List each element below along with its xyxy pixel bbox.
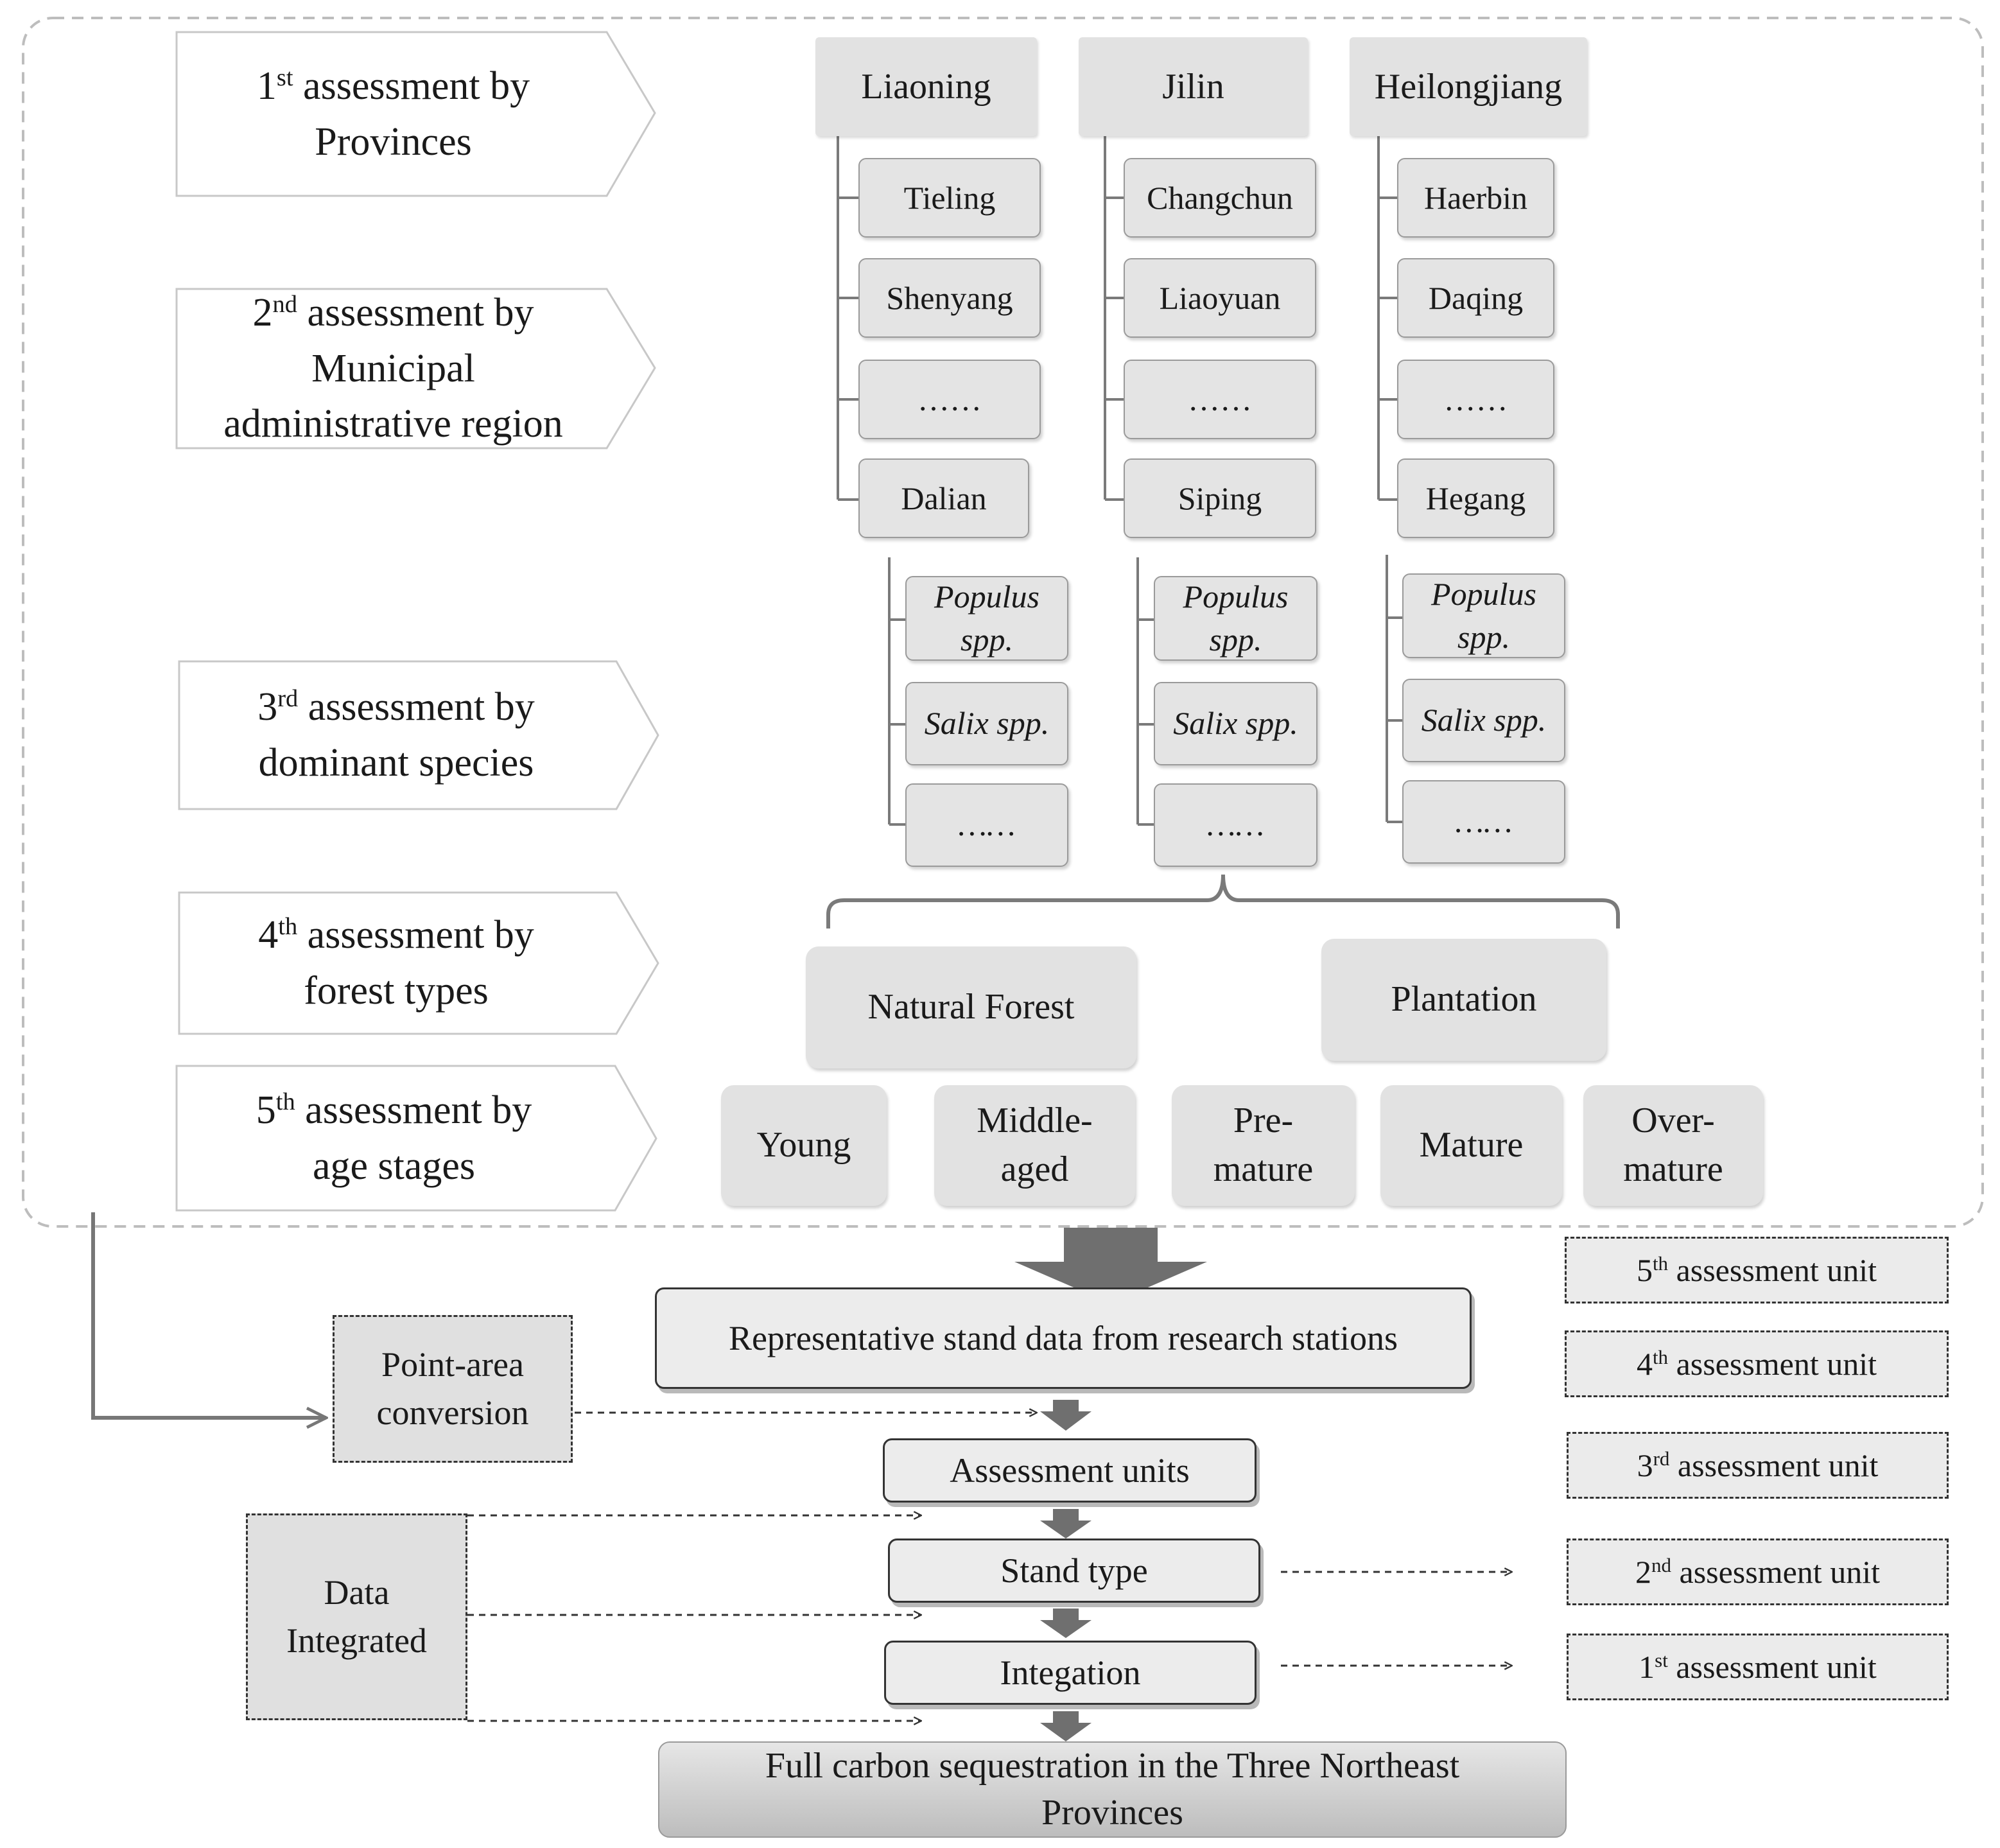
unit-4: 4th assessment unit <box>1565 1330 1949 1397</box>
city-dalian: Dalian <box>858 458 1029 538</box>
city-changchun: Changchun <box>1124 158 1316 238</box>
point-area-conversion: Point-area conversion <box>333 1315 573 1463</box>
heilongjiang-species-tree <box>1386 555 1410 823</box>
province-liaoning: Liaoning <box>815 37 1037 136</box>
jilin-city-tree <box>1104 136 1130 501</box>
city-shenyang: Shenyang <box>858 258 1041 338</box>
species-populus: Populus spp. <box>905 576 1068 661</box>
city-daqing: Daqing <box>1397 258 1554 338</box>
assessment-units: Assessment units <box>883 1438 1257 1503</box>
flow-arrow-1 <box>1040 1400 1091 1431</box>
data-integrated: Data Integrated <box>246 1513 467 1720</box>
representative-stand-data: Representative stand data from research … <box>655 1287 1472 1389</box>
big-down-arrow <box>1014 1228 1207 1303</box>
elbow-arrow <box>91 1212 326 1418</box>
jilin-species-tree <box>1136 557 1161 826</box>
age-mature: Mature <box>1380 1085 1562 1206</box>
flow-arrow-2 <box>1040 1509 1091 1539</box>
level-1-chevron <box>175 31 656 197</box>
flow-arrow-4 <box>1040 1711 1091 1741</box>
city-ellipsis: …… <box>1124 360 1316 439</box>
species-populus: Populus spp. <box>1154 576 1317 661</box>
unit-5: 5th assessment unit <box>1565 1237 1949 1303</box>
city-haerbin: Haerbin <box>1397 158 1554 238</box>
level-2-chevron <box>175 288 656 449</box>
full-carbon-sequestration: Full carbon sequestration in the Three N… <box>658 1741 1567 1838</box>
city-hegang: Hegang <box>1397 458 1554 538</box>
species-ellipsis: …… <box>1402 780 1565 864</box>
age-middle-aged: Middle-aged <box>934 1085 1135 1206</box>
forest-type-brace <box>826 874 1620 928</box>
age-pre-mature: Pre-mature <box>1172 1085 1355 1206</box>
level-3-chevron <box>178 660 659 810</box>
province-jilin: Jilin <box>1079 37 1308 136</box>
species-populus: Populus spp. <box>1402 573 1565 658</box>
province-heilongjiang: Heilongjiang <box>1350 37 1587 136</box>
level-4-chevron <box>178 891 659 1035</box>
unit-3: 3rd assessment unit <box>1567 1432 1949 1499</box>
flow-arrow-3 <box>1040 1608 1091 1638</box>
liaoning-city-tree <box>837 136 864 501</box>
city-ellipsis: …… <box>1397 360 1554 439</box>
species-ellipsis: …… <box>1154 783 1317 867</box>
heilongjiang-city-tree <box>1377 136 1404 501</box>
species-salix: Salix spp. <box>1402 679 1565 762</box>
unit-1: 1st assessment unit <box>1567 1634 1949 1700</box>
age-young: Young <box>721 1085 887 1206</box>
forest-type-plantation: Plantation <box>1321 939 1606 1061</box>
city-siping: Siping <box>1124 458 1316 538</box>
liaoning-species-tree <box>888 557 912 826</box>
integration: Integation <box>884 1641 1257 1705</box>
species-ellipsis: …… <box>905 783 1068 867</box>
city-tieling: Tieling <box>858 158 1041 238</box>
city-liaoyuan: Liaoyuan <box>1124 258 1316 338</box>
level-5-chevron <box>175 1065 657 1212</box>
species-salix: Salix spp. <box>1154 682 1317 765</box>
age-over-mature: Over-mature <box>1583 1085 1763 1206</box>
city-ellipsis: …… <box>858 360 1041 439</box>
stand-type: Stand type <box>888 1539 1260 1603</box>
species-salix: Salix spp. <box>905 682 1068 765</box>
forest-type-natural: Natural Forest <box>806 946 1136 1068</box>
unit-2: 2nd assessment unit <box>1567 1539 1949 1605</box>
hierarchy-frame <box>22 17 1984 1228</box>
